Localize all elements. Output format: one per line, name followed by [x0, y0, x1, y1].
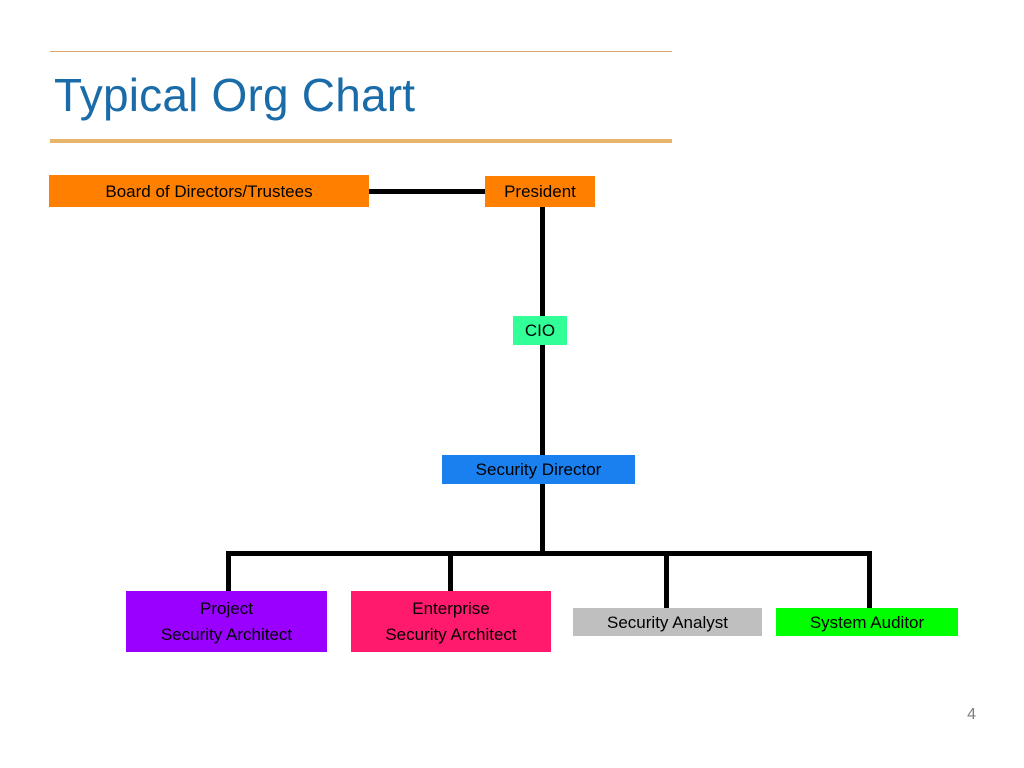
- page-number: 4: [967, 706, 976, 723]
- header-rule-bottom: [50, 139, 672, 143]
- org-node-label-line1: Enterprise: [412, 598, 490, 618]
- connector-drop-enterprise-security-architect: [448, 551, 453, 593]
- connector-drop-system-auditor: [867, 551, 872, 610]
- connector-bus-horizontal: [226, 551, 872, 556]
- header-rule-top: [50, 51, 672, 52]
- connector-security-director-stem: [540, 483, 545, 554]
- connector-board-to-president: [369, 189, 487, 194]
- org-node-label: CIO: [524, 321, 556, 340]
- connector-president-to-cio: [540, 207, 545, 317]
- org-node-security-analyst[interactable]: Security Analyst: [573, 608, 762, 636]
- org-node-label-line2: Security Architect: [160, 624, 293, 644]
- org-node-board-of-directors[interactable]: Board of Directors/Trustees: [49, 175, 369, 207]
- org-node-label-line1: Project: [200, 598, 253, 618]
- org-node-cio[interactable]: CIO: [513, 316, 567, 345]
- org-node-president[interactable]: President: [485, 176, 595, 207]
- org-node-label: Security Director: [475, 460, 602, 479]
- org-node-label: President: [504, 182, 576, 201]
- org-node-label: Board of Directors/Trustees: [105, 181, 313, 201]
- connector-drop-security-analyst: [664, 551, 669, 610]
- org-node-label-line2: Security Architect: [385, 624, 517, 644]
- slide-header: Typical Org Chart: [0, 0, 1024, 150]
- org-node-project-security-architect[interactable]: Project Security Architect: [126, 591, 327, 652]
- org-node-system-auditor[interactable]: System Auditor: [776, 608, 958, 636]
- org-node-enterprise-security-architect[interactable]: Enterprise Security Architect: [351, 591, 551, 652]
- org-node-security-director[interactable]: Security Director: [442, 455, 635, 484]
- org-node-label: System Auditor: [809, 612, 925, 632]
- org-node-label: Security Analyst: [607, 612, 728, 632]
- connector-cio-to-security-director: [540, 345, 545, 456]
- page-title: Typical Org Chart: [54, 69, 416, 121]
- connector-drop-project-security-architect: [226, 551, 231, 593]
